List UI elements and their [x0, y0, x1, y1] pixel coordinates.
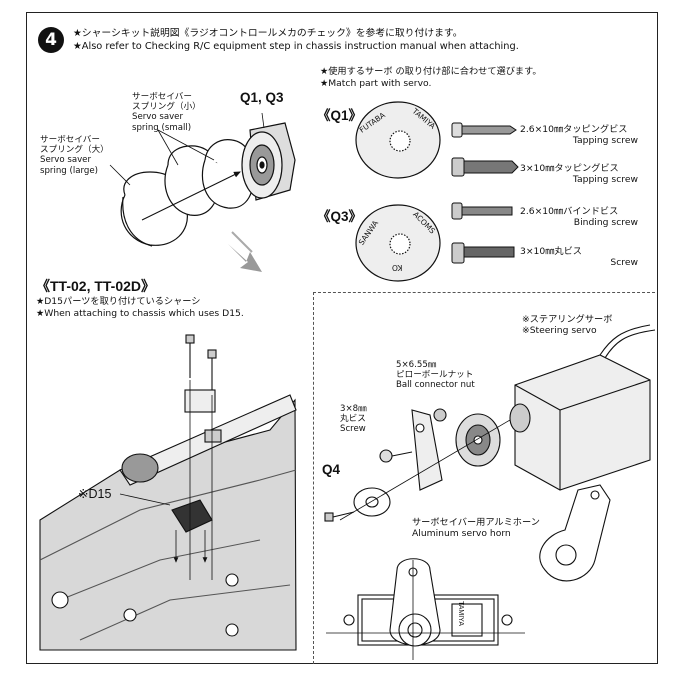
- section-divider-horizontal: [313, 292, 655, 293]
- q4-label: Q4: [322, 462, 341, 477]
- q3-servo-horn: [355, 204, 441, 282]
- small-spring-label: サーボセイバー スプリング（小） Servo saver spring (sma…: [132, 92, 201, 133]
- q1-servo-horn: [355, 101, 441, 179]
- direction-arrow: [224, 231, 262, 272]
- servo-saver-exploded: [109, 112, 296, 247]
- step-number-badge: 4: [38, 27, 64, 53]
- saver-part-code: Q1, Q3: [240, 90, 284, 105]
- screw-label-3: 2.6×10㎜バインドビス Binding screw: [520, 206, 638, 228]
- step-instruction-jp: ★シャーシキット説明図《ラジオコントロールメカのチェック》を参考に取り付けます。: [73, 28, 463, 39]
- large-spring-label: サーボセイバー スプリング（大） Servo saver spring (lar…: [40, 135, 109, 176]
- servo-match-note-en: ★Match part with servo.: [320, 78, 432, 89]
- screw-label-1: 2.6×10㎜タッピングビス Tapping screw: [520, 124, 638, 146]
- servo-brand-mark: TAMIYA: [457, 600, 465, 627]
- servo-match-note-jp: ★使用するサーボ の取り付け部に合わせて選びます。: [320, 66, 542, 77]
- chassis-section-title: 《TT-02, TT-02D》: [36, 278, 156, 294]
- q3-label: 《Q3》: [317, 209, 363, 224]
- screw-icons: [451, 122, 519, 264]
- d15-part-label: ※D15: [78, 487, 112, 501]
- screw-3x8-label: 3×8㎜ 丸ビス Screw: [340, 404, 367, 435]
- chassis-note-jp: ★D15パーツを取り付けているシャーシ: [36, 296, 201, 307]
- q3-brand-ko: KO: [392, 263, 403, 273]
- chassis-note-en: ★When attaching to chassis which uses D1…: [36, 308, 244, 319]
- chassis-drawing: [39, 334, 297, 651]
- screw-label-2: 3×10㎜タッピングビス Tapping screw: [520, 163, 638, 185]
- step-instruction-en: ★Also refer to Checking R/C equipment st…: [73, 41, 519, 52]
- q1-label: 《Q1》: [317, 108, 363, 123]
- steering-servo-label: ※ステアリングサーボ ※Steering servo: [522, 314, 613, 336]
- section-divider-vertical: [313, 292, 314, 664]
- aluminum-horn-label: サーボセイバー用アルミホーン Aluminum servo horn: [412, 517, 540, 539]
- steering-servo-drawing: [324, 324, 656, 660]
- instruction-frame: [26, 12, 658, 664]
- screw-label-4: 3×10㎜丸ビス Screw: [520, 246, 638, 268]
- ball-nut-label: 5×6.55㎜ ピローボールナット Ball connector nut: [396, 360, 475, 391]
